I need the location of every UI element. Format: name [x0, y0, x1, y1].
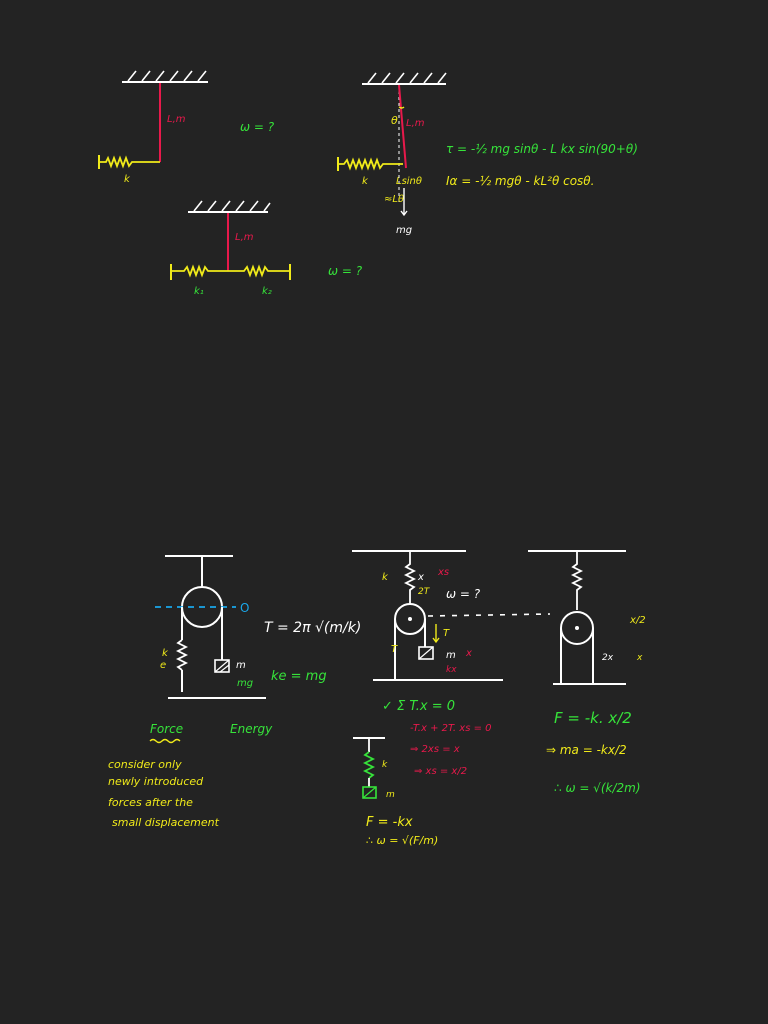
- spring: [338, 157, 403, 171]
- t-right-label: T: [443, 628, 450, 639]
- t-left-label: T: [391, 644, 398, 655]
- spring: [362, 751, 376, 779]
- xs-label: xs: [437, 567, 449, 578]
- x-right-label: x: [636, 653, 643, 663]
- mass-hatch: [219, 664, 230, 673]
- weight-label: mg: [237, 678, 253, 689]
- rod: [398, 84, 407, 169]
- spring-label: k: [362, 176, 369, 187]
- question-omega: ω = ?: [446, 587, 481, 601]
- force-underline: [149, 738, 181, 744]
- ceiling-hatch: [127, 70, 207, 82]
- force-label: Force: [150, 722, 183, 736]
- spring: [403, 551, 417, 604]
- ceiling-hatch: [193, 200, 271, 212]
- x-half-label: x/2: [629, 615, 646, 626]
- period-equation: T = 2π √(m/k): [264, 620, 361, 636]
- mass-hatch: [362, 786, 377, 799]
- x-label: x: [417, 572, 424, 583]
- x-mass-label: x: [465, 648, 472, 659]
- question-omega: ω = ?: [240, 120, 275, 134]
- two-x-label: 2x: [602, 653, 614, 663]
- weight-label: mg: [396, 225, 412, 236]
- two-t-label: 2T: [418, 587, 431, 597]
- angular-equation: Iα = -½ mgθ - kL²θ cosθ.: [446, 174, 594, 188]
- spring1-label: k₁: [194, 286, 204, 297]
- diagram-pulley-fixed: O k e m mg T = 2π √(m/k) ke = mg Force E…: [108, 555, 361, 829]
- energy-label: Energy: [230, 722, 273, 736]
- rod-label: L,m: [235, 232, 254, 243]
- sum-equation: ✓ Σ T.x = 0: [382, 699, 455, 714]
- arrow-head: [400, 210, 408, 217]
- spring2-label: k₂: [262, 286, 272, 297]
- spring-k-label: k: [162, 648, 169, 659]
- note-line-1: consider only: [108, 758, 182, 771]
- displacement-label: Lsinθ: [396, 176, 422, 187]
- step-1: -T.x + 2T. xs = 0: [410, 723, 492, 734]
- kx-label: kx: [446, 665, 457, 675]
- mass-label: m: [386, 790, 395, 800]
- note-line-3: forces after the: [108, 796, 193, 809]
- spring-e-label: e: [160, 660, 166, 671]
- question-omega: ω = ?: [328, 264, 363, 278]
- equilibrium-equation: ke = mg: [271, 669, 327, 684]
- omega-equation: ∴ ω = √(F/m): [366, 834, 438, 847]
- diagram-pulley-moving: k x xs 2T ω = ? T T m x kx ✓ Σ T.x = 0 -…: [352, 550, 551, 777]
- diagram-pendulum-single-spring: L,m k ω = ?: [98, 70, 275, 185]
- diagram-pulley-derived: x/2 2x x F = -k. x/2 ⇒ ma = -kx/2 ∴ ω = …: [528, 550, 646, 795]
- mass-label: m: [446, 650, 456, 661]
- diagram-pendulum-two-springs: L,m k₁ k₂ ω = ?: [170, 200, 363, 297]
- origin-label: O: [240, 601, 249, 615]
- mass-block: [362, 786, 377, 799]
- note-line-2: newly introduced: [108, 775, 204, 788]
- mass-hatch: [418, 646, 434, 660]
- mass-label: m: [236, 660, 246, 671]
- theta-label: θ: [391, 114, 398, 127]
- force-equation: F = -kx: [366, 815, 413, 830]
- step-2: ⇒ 2xs = x: [410, 744, 460, 755]
- right-spring: [228, 264, 290, 278]
- rod-label: L,m: [167, 114, 186, 125]
- torque-equation: τ = -½ mg sinθ - L kx sin(90+θ): [446, 142, 638, 156]
- mass-block: [214, 659, 230, 673]
- left-spring: [171, 264, 228, 278]
- pulley-center: [408, 617, 412, 621]
- step-3: ⇒ xs = x/2: [414, 766, 467, 777]
- spring: [570, 551, 584, 610]
- diagram-pendulum-displaced: θ L,m k Lsinθ ≈Lθ mg τ = -½ mg sinθ - L …: [337, 72, 638, 236]
- spring: [99, 155, 160, 169]
- diagram-simple-spring-mass: k m F = -kx ∴ ω = √(F/m): [353, 737, 438, 847]
- spring-label: k: [124, 174, 131, 185]
- spring-k-label: k: [382, 572, 389, 583]
- omega-equation: ∴ ω = √(k/2m): [554, 781, 641, 795]
- note-line-4: small displacement: [112, 816, 220, 829]
- connector-line: [427, 613, 551, 617]
- arrow-head: [432, 637, 440, 644]
- ma-equation: ⇒ ma = -kx/2: [546, 743, 627, 757]
- pulley-center: [575, 626, 579, 630]
- spring-k-label: k: [382, 760, 388, 770]
- spring: [175, 639, 189, 671]
- mass-block: [418, 646, 434, 660]
- mass-hatch: [214, 659, 230, 673]
- rod-label: L,m: [406, 118, 425, 129]
- approx-label: ≈Lθ: [384, 194, 404, 205]
- ceiling-hatch: [367, 72, 447, 84]
- angle-arc: [398, 106, 405, 109]
- force-equation: F = -k. x/2: [554, 709, 632, 727]
